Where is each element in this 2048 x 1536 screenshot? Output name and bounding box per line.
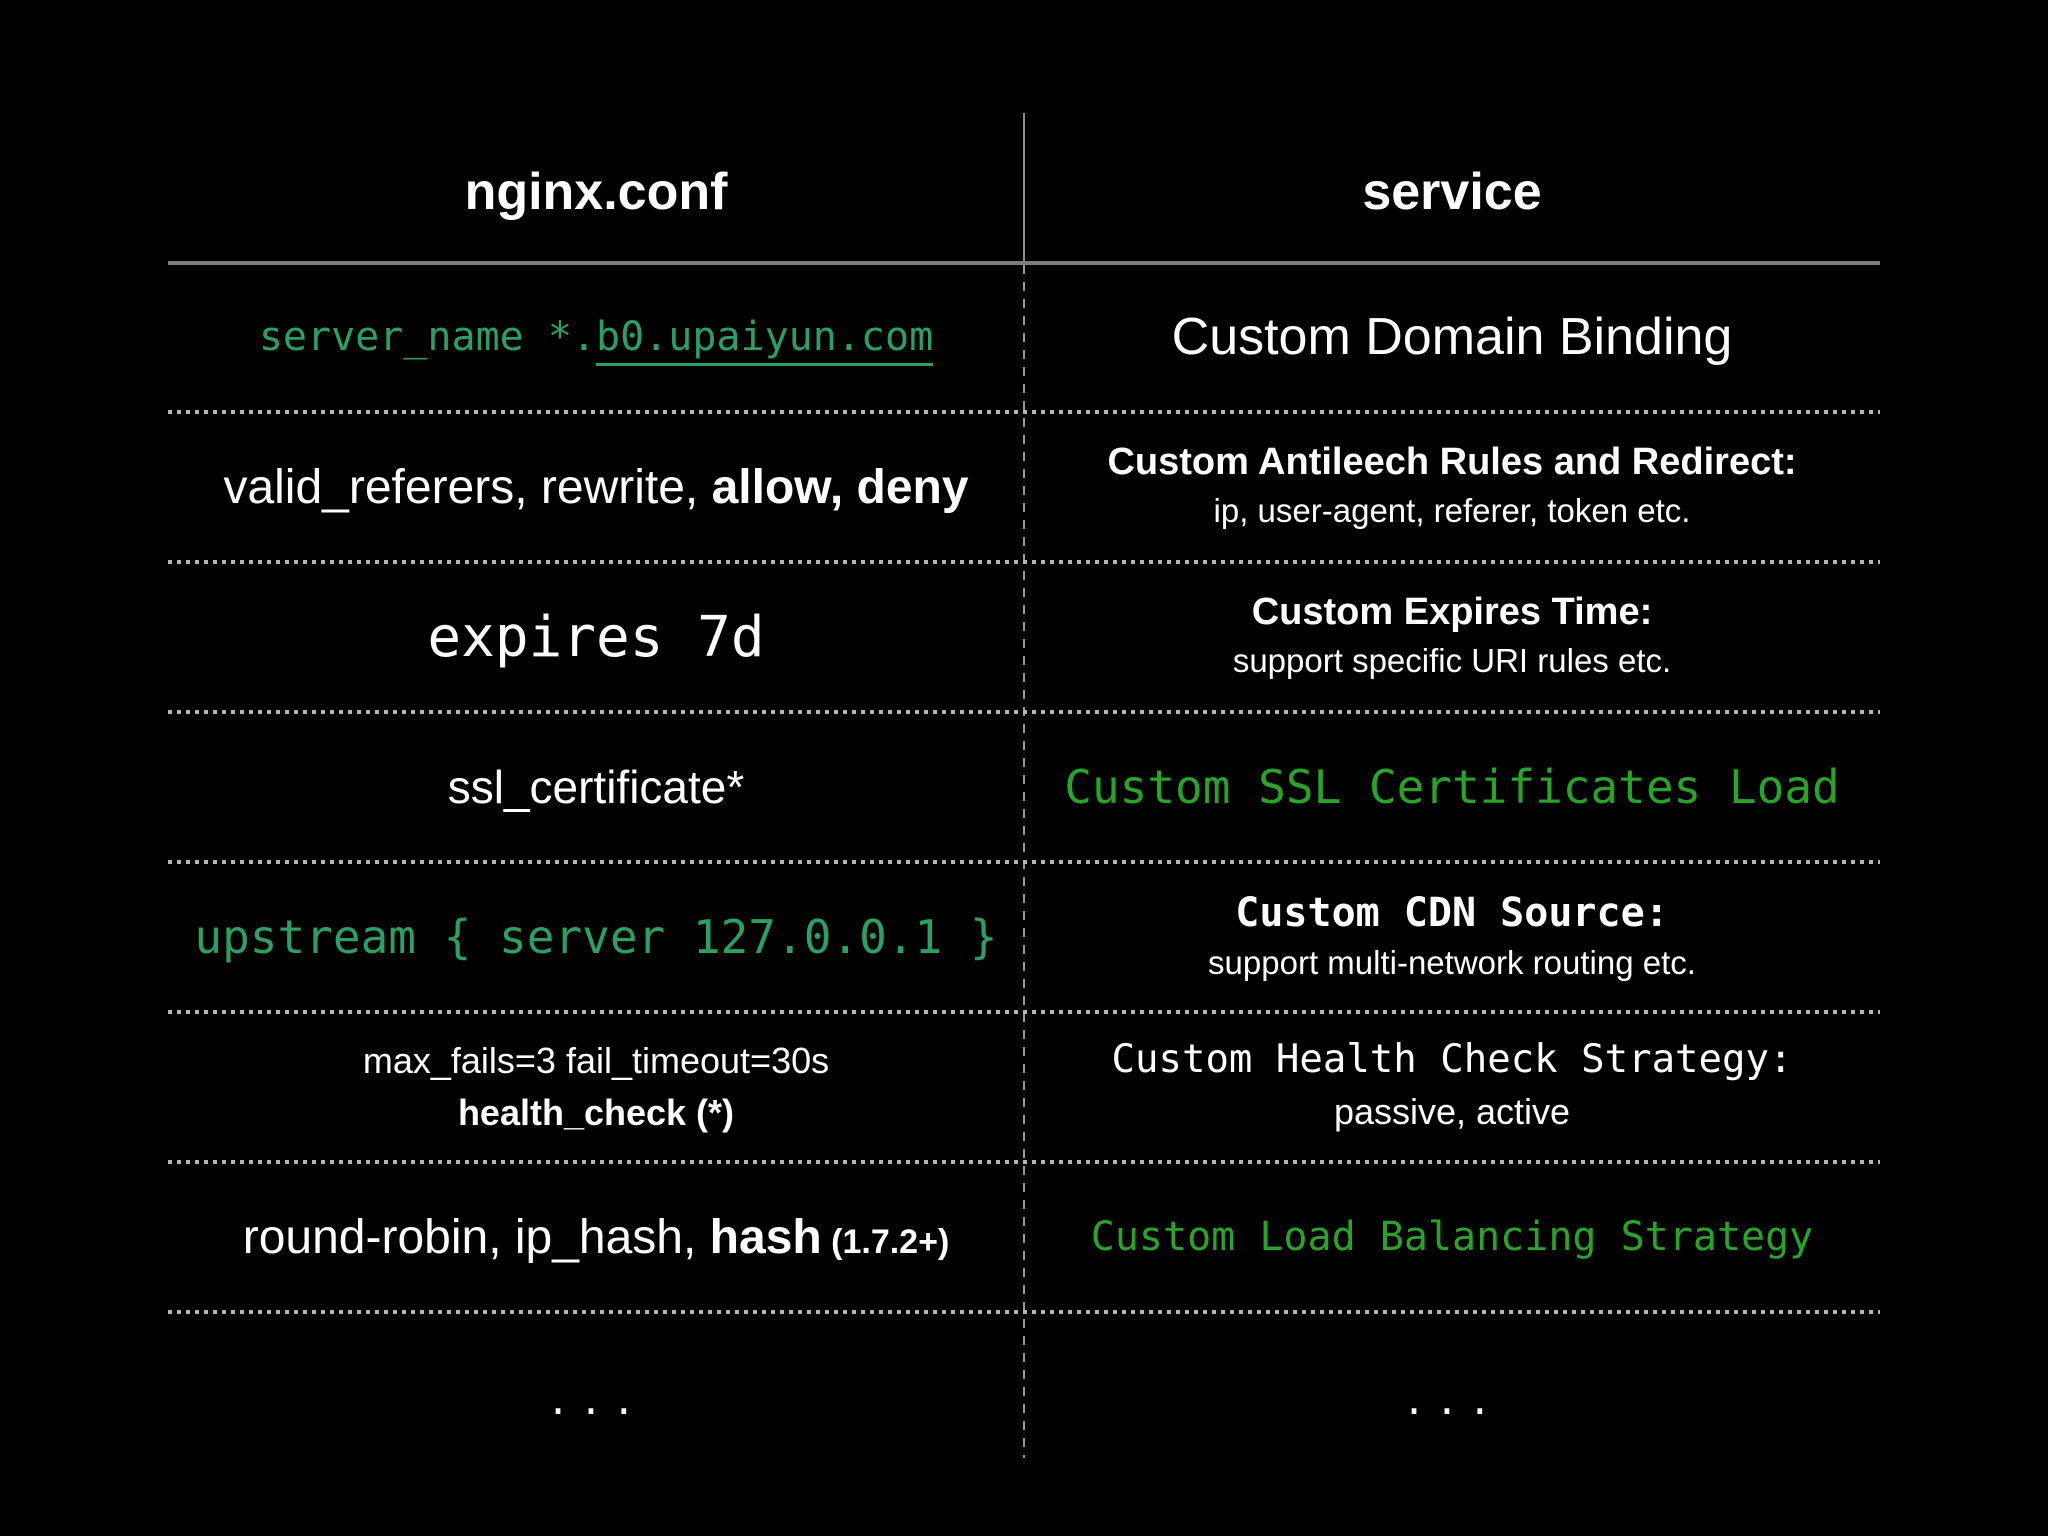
cell-server-name: server_name *.b0.upaiyun.com <box>168 262 1024 412</box>
cell-domain-binding: Custom Domain Binding <box>1024 262 1880 412</box>
table-row: ... ... <box>168 1312 1880 1462</box>
service-cdn-title: Custom CDN Source: <box>1235 890 1669 937</box>
column-divider-solid <box>1023 113 1025 261</box>
table-row: server_name *.b0.upaiyun.com Custom Doma… <box>168 262 1880 412</box>
version-note: (1.7.2+) <box>821 1222 950 1261</box>
ellipsis-right: ... <box>1402 1379 1502 1423</box>
service-load-balancing: Custom Load Balancing Strategy <box>1090 1214 1814 1260</box>
service-health-check-title: Custom Health Check Strategy: <box>1111 1036 1793 1082</box>
row-separator <box>168 410 1880 414</box>
service-expires-title: Custom Expires Time: <box>1251 591 1653 634</box>
cell-ellipsis-left: ... <box>168 1312 1024 1462</box>
directive-ssl-certificate: ssl_certificate* <box>447 761 745 813</box>
table-row: expires 7d Custom Expires Time: support … <box>168 562 1880 712</box>
header-service: service <box>1362 163 1542 221</box>
cell-ellipsis-right: ... <box>1024 1312 1880 1462</box>
code-expires: expires 7d <box>427 604 765 670</box>
cell-load-balancing-service: Custom Load Balancing Strategy <box>1024 1162 1880 1312</box>
service-antileech-subtitle: ip, user-agent, referer, token etc. <box>1213 491 1691 529</box>
service-health-check-subtitle: passive, active <box>1333 1091 1571 1133</box>
cell-health-check-service: Custom Health Check Strategy: passive, a… <box>1024 1012 1880 1162</box>
ellipsis-left: ... <box>546 1379 646 1423</box>
code-server-name: server_name *.b0.upaiyun.com <box>259 314 934 366</box>
directives-antileech: valid_referers, rewrite, allow, deny <box>223 460 969 514</box>
cell-antileech-service: Custom Antileech Rules and Redirect: ip,… <box>1024 412 1880 562</box>
service-expires-subtitle: support specific URI rules etc. <box>1232 641 1672 679</box>
row-separator <box>168 1310 1880 1314</box>
row-separator <box>168 860 1880 864</box>
cell-ssl-service: Custom SSL Certificates Load <box>1024 712 1880 862</box>
table-row: upstream { server 127.0.0.1 } Custom CDN… <box>168 862 1880 1012</box>
cell-valid-referers: valid_referers, rewrite, allow, deny <box>168 412 1024 562</box>
code-upstream: upstream { server 127.0.0.1 } <box>194 910 998 964</box>
table-row: valid_referers, rewrite, allow, deny Cus… <box>168 412 1880 562</box>
header-nginx-conf: nginx.conf <box>464 163 728 221</box>
service-domain-binding: Custom Domain Binding <box>1171 308 1733 366</box>
cell-expires: expires 7d <box>168 562 1024 712</box>
cell-ssl-certificate: ssl_certificate* <box>168 712 1024 862</box>
row-separator <box>168 1010 1880 1014</box>
table-header-row: nginx.conf service <box>168 90 1880 262</box>
directive-health-check: health_check (*) <box>457 1092 735 1133</box>
row-separator <box>168 710 1880 714</box>
row-separator <box>168 1160 1880 1164</box>
service-ssl-load: Custom SSL Certificates Load <box>1064 760 1840 814</box>
table-row: round-robin, ip_hash, hash (1.7.2+) Cust… <box>168 1162 1880 1312</box>
cell-max-fails: max_fails=3 fail_timeout=30s health_chec… <box>168 1012 1024 1162</box>
domain-link-text: b0.upaiyun.com <box>596 314 934 366</box>
table-row: ssl_certificate* Custom SSL Certificates… <box>168 712 1880 862</box>
cell-round-robin: round-robin, ip_hash, hash (1.7.2+) <box>168 1162 1024 1312</box>
row-separator <box>168 560 1880 564</box>
cell-expires-service: Custom Expires Time: support specific UR… <box>1024 562 1880 712</box>
directive-max-fails: max_fails=3 fail_timeout=30s <box>362 1039 830 1081</box>
cell-cdn-service: Custom CDN Source: support multi-network… <box>1024 862 1880 1012</box>
service-cdn-subtitle: support multi-network routing etc. <box>1208 944 1696 982</box>
table-row: max_fails=3 fail_timeout=30s health_chec… <box>168 1012 1880 1162</box>
directives-load-balancing: round-robin, ip_hash, hash (1.7.2+) <box>242 1210 950 1264</box>
header-underline <box>168 261 1880 265</box>
cell-upstream: upstream { server 127.0.0.1 } <box>168 862 1024 1012</box>
service-antileech-title: Custom Antileech Rules and Redirect: <box>1107 441 1797 484</box>
